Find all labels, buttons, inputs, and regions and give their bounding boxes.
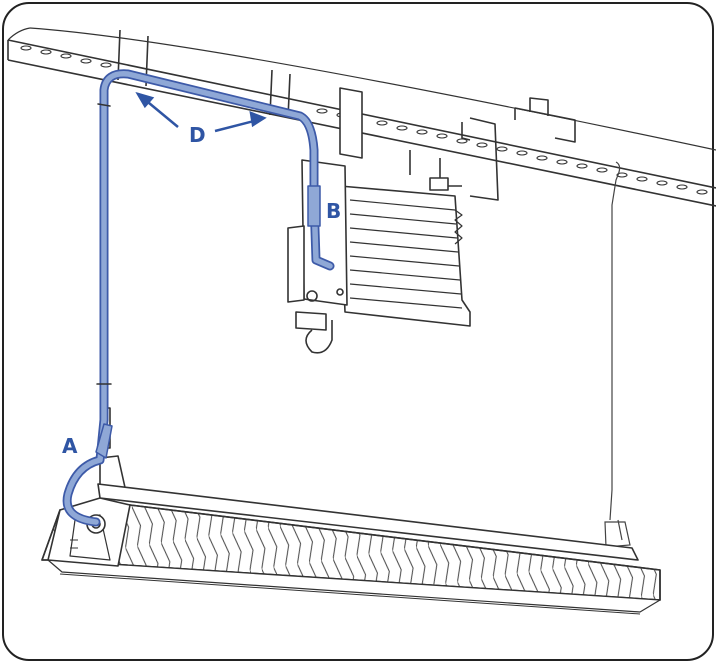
- led-driver: [287, 87, 499, 354]
- power-cable: [62, 69, 335, 527]
- label-a: A: [62, 434, 78, 458]
- suspension-cable: [604, 161, 631, 548]
- label-d: D: [189, 123, 206, 147]
- label-b: B: [326, 199, 341, 223]
- linear-light-fixture: [41, 407, 661, 615]
- pointer-arrows: [135, 91, 267, 133]
